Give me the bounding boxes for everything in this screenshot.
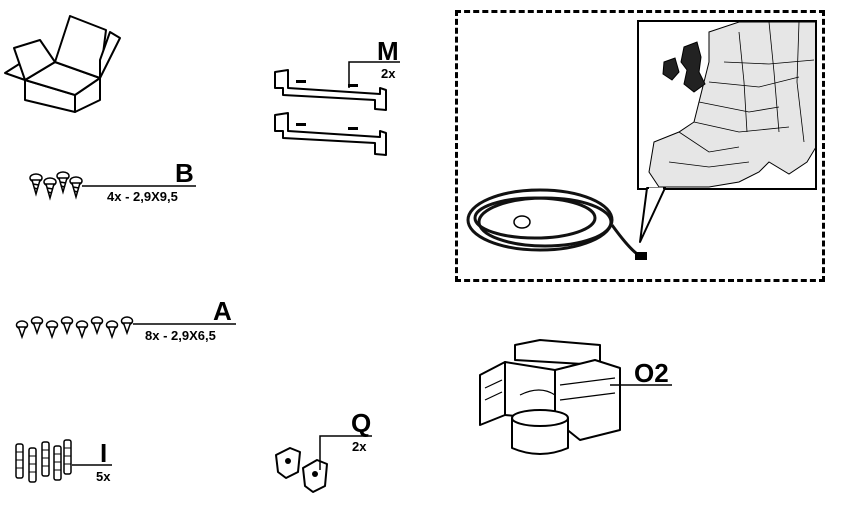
part-qty-i: 5x bbox=[96, 469, 111, 484]
part-code-m: M bbox=[377, 36, 399, 66]
part-code-a: A bbox=[213, 296, 232, 326]
europe-map-box bbox=[637, 20, 817, 190]
part-qty-b: 4x - 2,9X9,5 bbox=[107, 189, 178, 204]
part-qty-a: 8x - 2,9X6,5 bbox=[145, 328, 216, 343]
part-qty-m: 2x bbox=[381, 66, 396, 81]
power-cable-panel bbox=[455, 10, 825, 282]
part-code-i: I bbox=[100, 438, 108, 468]
part-code-b: B bbox=[175, 158, 194, 188]
part-qty-q: 2x bbox=[352, 439, 367, 454]
europe-map-icon bbox=[639, 22, 815, 188]
part-code-o2: O2 bbox=[634, 358, 669, 388]
part-code-q: Q bbox=[351, 408, 372, 438]
